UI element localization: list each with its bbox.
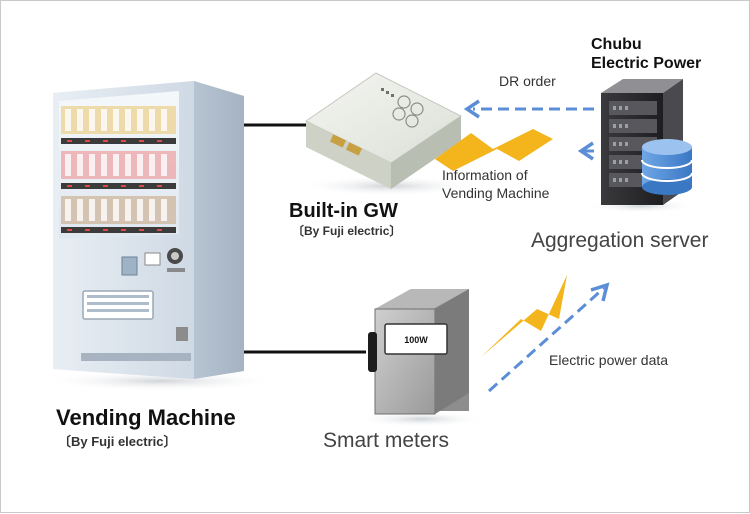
- gateway-maker: 〔By Fuji electric〕: [292, 224, 402, 238]
- utility-name-line2: Electric Power: [591, 55, 702, 72]
- vending-info-line1: Information of: [442, 167, 528, 183]
- gateway-device-illustration: [299, 72, 479, 196]
- vm-touch-panel: [121, 256, 138, 276]
- vending-machine-title: Vending Machine: [56, 405, 236, 430]
- power-data-arrow: [481, 275, 610, 393]
- vending-machine-maker: 〔By Fuji electric〕: [58, 434, 177, 449]
- smart-meter-illustration: [356, 289, 486, 427]
- dr-order-label: DR order: [499, 73, 556, 89]
- vending-info-line2: Vending Machine: [442, 185, 550, 201]
- utility-name: Chubu Electric Power: [591, 35, 701, 73]
- power-lightning: [481, 275, 567, 357]
- info-lightning-arrow: [435, 129, 594, 171]
- database-icon: [641, 139, 693, 195]
- gateway-title: Built-in GW: [289, 200, 398, 222]
- meter-reading: 100W: [404, 335, 428, 345]
- utility-name-line1: Chubu: [591, 36, 642, 53]
- aggregation-server-label: Aggregation server: [531, 229, 709, 252]
- vending-info-label: Information of Vending Machine: [442, 166, 549, 202]
- meter-display: [384, 323, 448, 355]
- aggregation-server-illustration: [586, 79, 696, 213]
- power-data-label: Electric power data: [549, 352, 669, 368]
- vending-machine-illustration: [41, 81, 281, 391]
- vm-bill-acceptor: [144, 252, 161, 266]
- product-shelves: [61, 106, 176, 233]
- dr-order-arrow: [463, 99, 594, 119]
- smart-meters-label: Smart meters: [323, 429, 450, 452]
